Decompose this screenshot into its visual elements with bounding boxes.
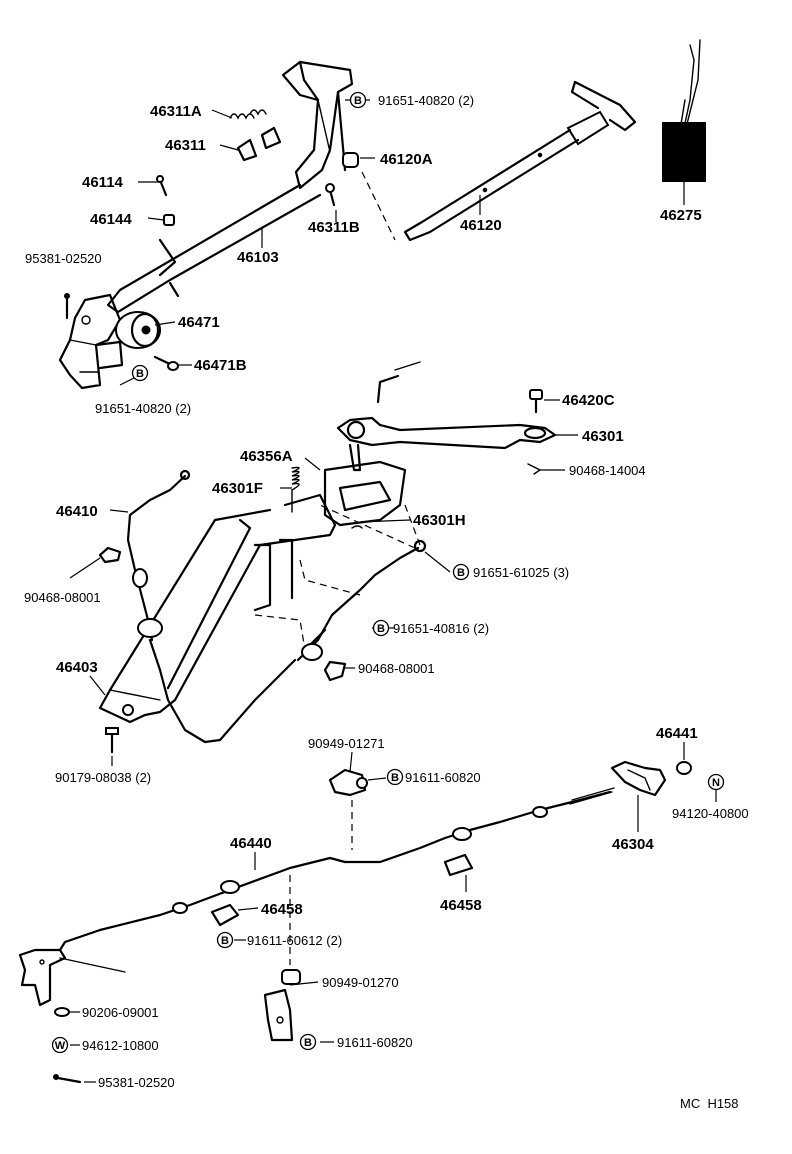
label-90468-08001-mid: 90468-08001 <box>358 661 435 676</box>
label-46120: 46120 <box>460 217 502 234</box>
diagram-code: MC H158 <box>680 1096 739 1111</box>
label-46403: 46403 <box>56 659 98 676</box>
label-91611-60612: 91611-60612 (2) <box>247 933 342 948</box>
rear-cable-assembly <box>18 760 692 1084</box>
svg-text:B: B <box>354 95 362 107</box>
label-46301F: 46301F <box>212 480 263 497</box>
bolt-symbol: B <box>299 1033 317 1051</box>
nut-symbol: N <box>707 773 725 791</box>
bolt-symbol: B <box>349 91 367 109</box>
label-46311B: 46311B <box>308 219 360 236</box>
label-46114: 46114 <box>82 174 124 191</box>
svg-text:B: B <box>136 368 144 380</box>
label-46458-left: 46458 <box>261 901 303 918</box>
label-91611-60820-top: 91611-60820 <box>405 770 481 785</box>
cable-bracket-assembly <box>98 361 557 754</box>
label-95381-top: 95381-02520 <box>25 251 102 266</box>
part-labels: 46311A 46311 46114 46144 95381-02520 461… <box>24 93 749 1111</box>
label-46458-right: 46458 <box>440 897 482 914</box>
label-46420C: 46420C <box>562 392 615 409</box>
rod-46120 <box>403 80 637 242</box>
label-46311: 46311 <box>165 137 206 154</box>
svg-text:W: W <box>55 1040 66 1052</box>
label-46440: 46440 <box>230 835 272 852</box>
label-91651-40816: 91651-40816 (2) <box>393 621 489 636</box>
bolt-symbol: B <box>131 364 149 382</box>
label-90468-14004: 90468-14004 <box>569 463 646 478</box>
label-46410: 46410 <box>56 503 98 520</box>
label-91651-40820-bottom: 91651-40820 (2) <box>95 401 191 416</box>
label-94120-40800: 94120-40800 <box>672 806 749 821</box>
svg-text:B: B <box>391 772 399 784</box>
label-46304: 46304 <box>612 836 654 853</box>
label-46301: 46301 <box>582 428 624 445</box>
tag-46275 <box>662 39 706 205</box>
svg-text:B: B <box>221 935 229 947</box>
label-94612-10800: 94612-10800 <box>82 1038 159 1053</box>
label-95381-bottom: 95381-02520 <box>98 1075 175 1090</box>
label-91651-61025: 91651-61025 (3) <box>473 565 569 580</box>
label-46144: 46144 <box>90 211 132 228</box>
svg-text:B: B <box>304 1037 312 1049</box>
label-46103: 46103 <box>237 249 279 266</box>
label-46311A: 46311A <box>150 103 202 120</box>
bolt-symbol: B <box>372 619 390 637</box>
label-46441: 46441 <box>656 725 698 742</box>
label-90949-01271: 90949-01271 <box>308 736 385 751</box>
label-46471: 46471 <box>178 314 220 331</box>
label-46275: 46275 <box>660 207 702 224</box>
washer-symbol: W <box>51 1036 69 1054</box>
bolt-symbol: B <box>386 768 404 786</box>
bolt-symbol: B <box>216 931 234 949</box>
label-46356A: 46356A <box>240 448 293 465</box>
label-90949-01270: 90949-01270 <box>322 975 399 990</box>
label-46301H: 46301H <box>413 512 466 529</box>
label-90206-09001: 90206-09001 <box>82 1005 159 1020</box>
label-90468-08001-left: 90468-08001 <box>24 590 101 605</box>
cable-46410 <box>98 469 427 744</box>
lever-bracket-assembly <box>58 60 396 390</box>
leader-lines <box>69 99 717 1083</box>
svg-text:B: B <box>457 567 465 579</box>
svg-text:N: N <box>712 777 720 789</box>
label-46471B: 46471B <box>194 357 247 374</box>
bolt-symbol: B <box>452 563 470 581</box>
label-91651-40820-top: 91651-40820 (2) <box>378 93 474 108</box>
label-46120A: 46120A <box>380 151 433 168</box>
label-91611-60820-bottom: 91611-60820 <box>337 1035 413 1050</box>
label-90179-08038: 90179-08038 (2) <box>55 770 151 785</box>
svg-text:B: B <box>377 623 385 635</box>
